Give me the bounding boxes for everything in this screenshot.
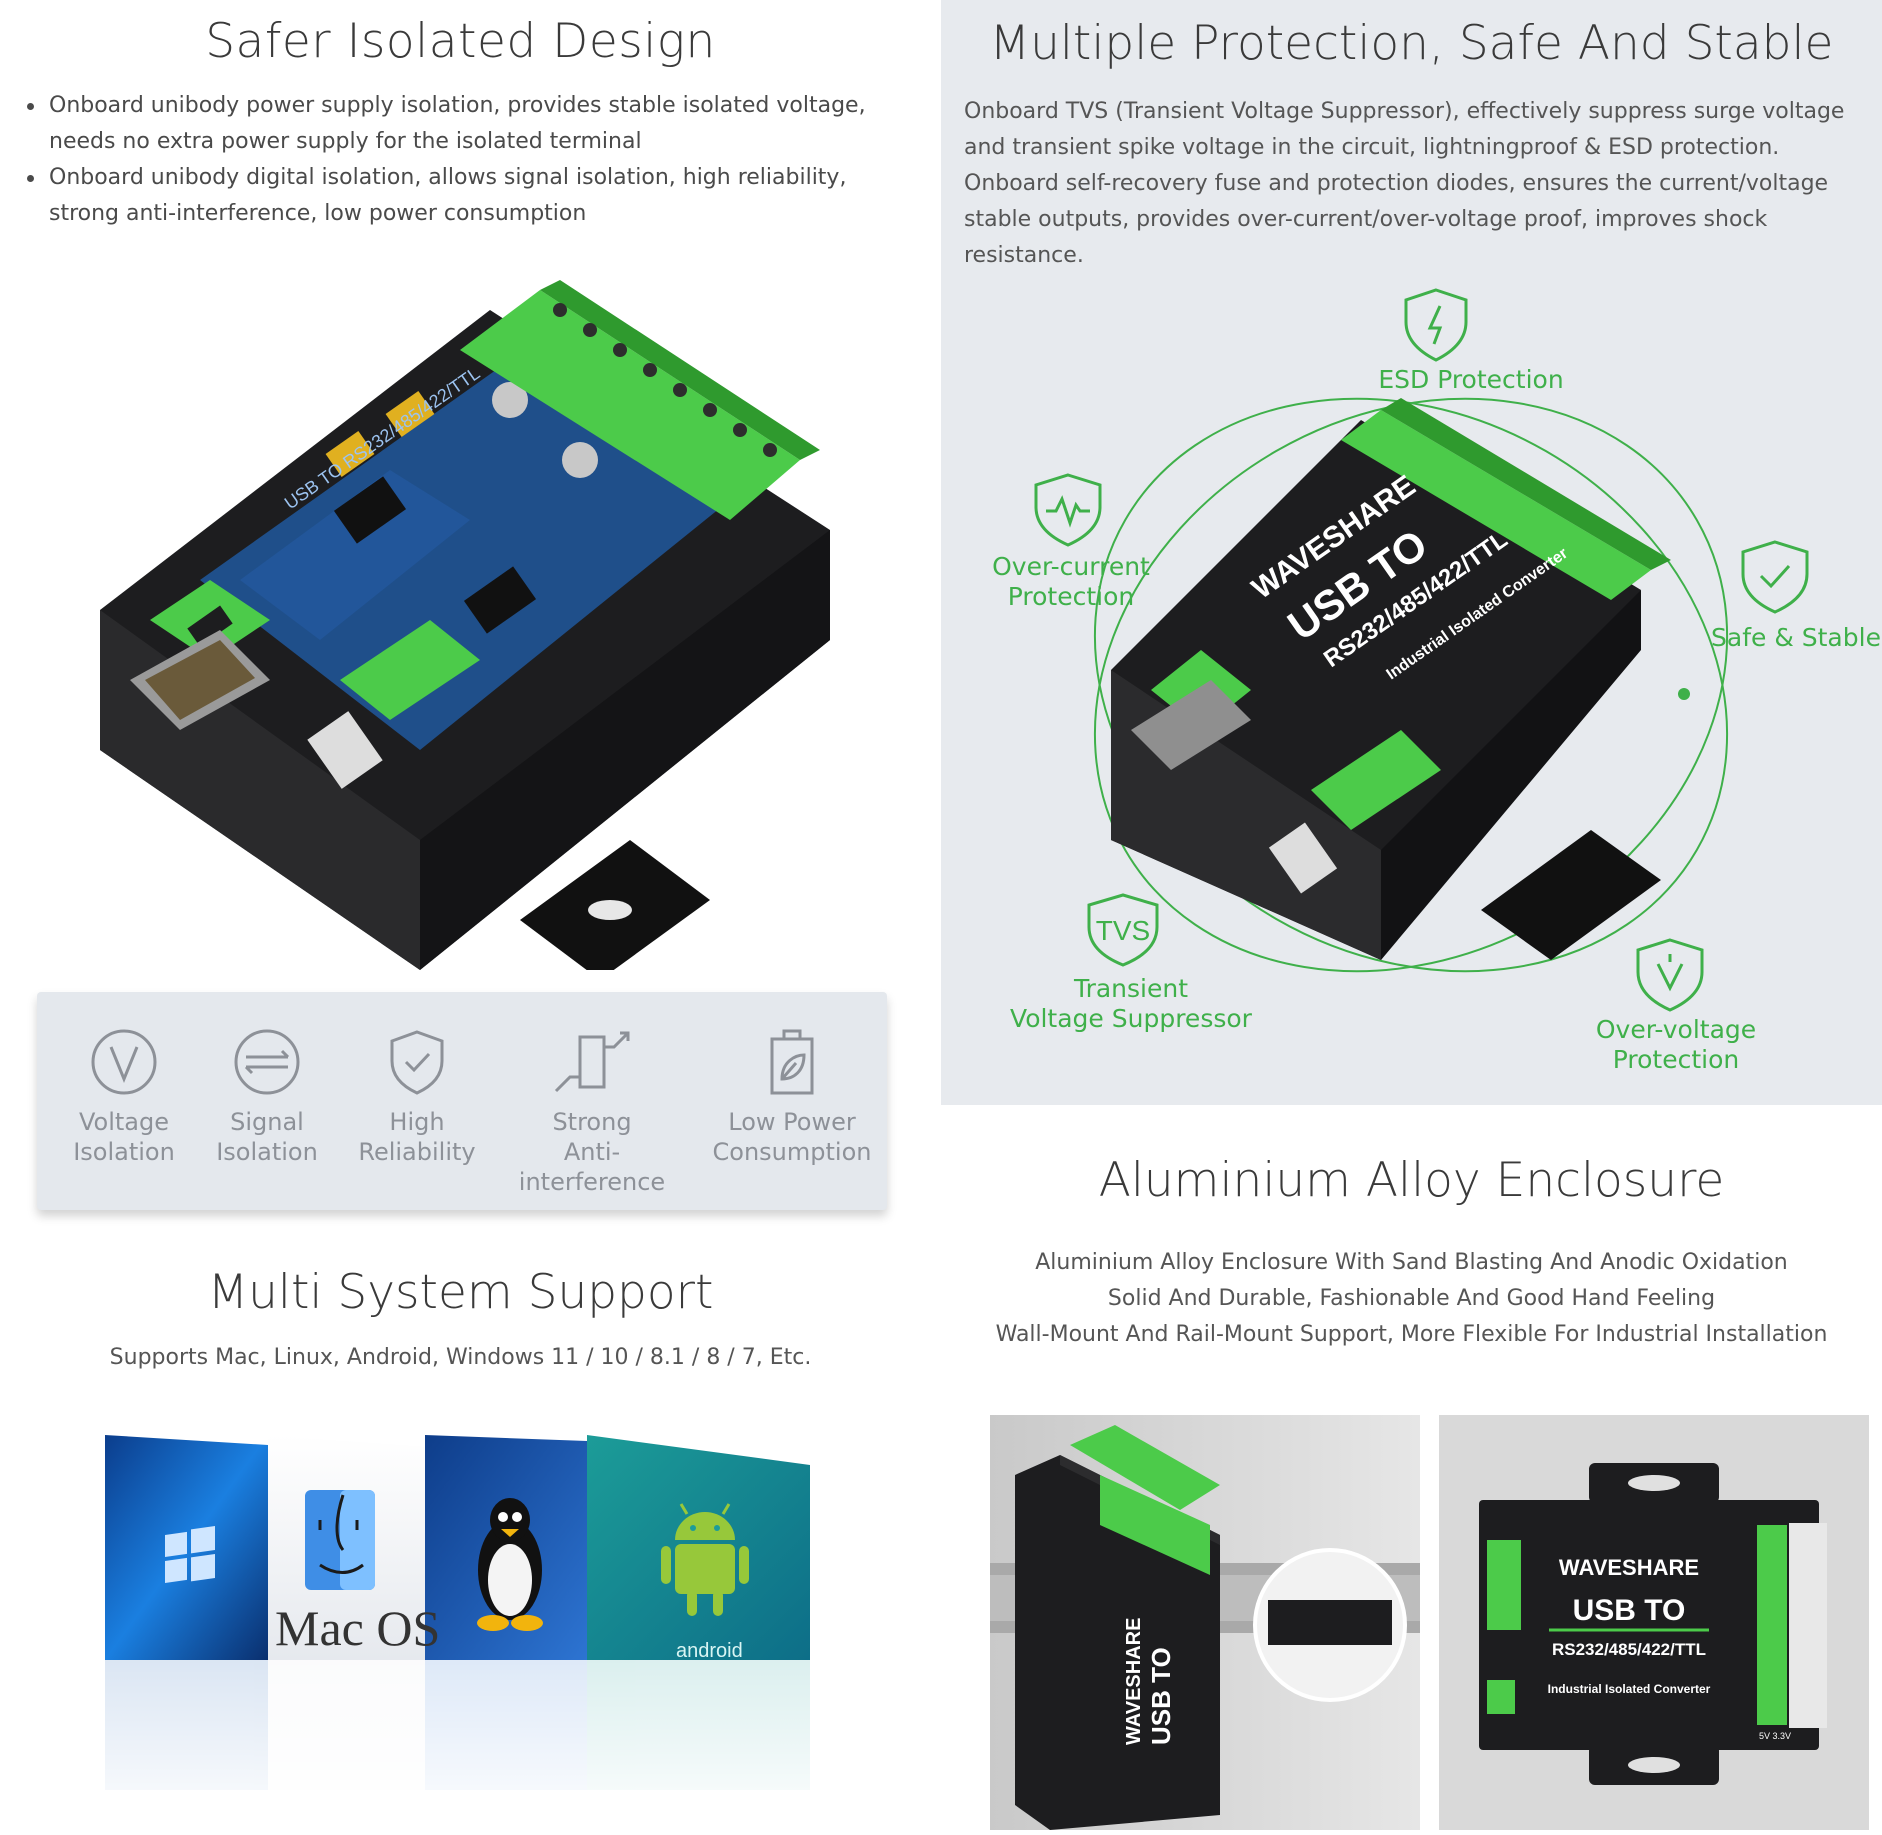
section-body: Onboard TVS (Transient Voltage Suppresso… — [964, 99, 1845, 268]
feature-line: Aluminium Alloy Enclosure With Sand Blas… — [1035, 1250, 1788, 1275]
over-current-shield-icon — [1034, 473, 1102, 547]
feature-label-line2: Consumption — [712, 1138, 872, 1166]
battery-leaf-icon — [770, 1029, 814, 1095]
voltage-isolation-icon — [91, 1029, 157, 1095]
tvs-label: Transient Voltage Suppressor — [1001, 974, 1261, 1034]
over-voltage-line2: Protection — [1612, 1045, 1740, 1074]
linux-tux-icon — [477, 1498, 543, 1631]
varistor-icon — [554, 1031, 630, 1093]
feature-label-line2: Isolation — [73, 1138, 175, 1166]
feature-high-reliability: High Reliability — [357, 1027, 477, 1167]
multi-system-section: Multi System Support Supports Mac, Linux… — [0, 1235, 941, 1835]
open-board-device-image: USB TO RS232/485/422/TTL — [100, 280, 830, 970]
windows-logo-icon — [165, 1525, 215, 1583]
section-title: Multi System Support — [207, 1265, 714, 1320]
converter-device-image: WAVESHARE USB TO RS232/485/422/TTL Indus… — [1111, 398, 1671, 960]
feature-bullets: Onboard unibody power supply isolation, … — [25, 88, 905, 232]
feature-label-line1: Voltage — [78, 1108, 170, 1136]
section-lines: Aluminium Alloy Enclosure With Sand Blas… — [941, 1245, 1882, 1353]
photo-brand: WAVESHARE — [1123, 1618, 1145, 1745]
photo-line1: USB TO — [1573, 1594, 1686, 1627]
over-voltage-label: Over-voltage Protection — [1561, 1015, 1791, 1075]
shield-check-icon — [390, 1030, 444, 1095]
isolated-design-section: Safer Isolated Design Onboard unibody po… — [0, 0, 941, 1235]
section-subtitle: Supports Mac, Linux, Android, Windows 11… — [109, 1345, 812, 1370]
over-current-line1: Over-current — [992, 552, 1150, 581]
over-current-label: Over-current Protection — [971, 552, 1171, 612]
protection-diagram: WAVESHARE USB TO RS232/485/422/TTL Indus… — [1034, 288, 1809, 1012]
safe-stable-label: Safe & Stable — [1711, 623, 1881, 652]
feature-signal-isolation: Signal Isolation — [202, 1027, 332, 1167]
feature-label-line1: High — [389, 1108, 445, 1136]
bullet-item: Onboard unibody power supply isolation, … — [25, 88, 905, 160]
over-current-line2: Protection — [1007, 582, 1135, 611]
os-logos-image: Mac OS android — [105, 1435, 815, 1835]
bullet-item: Onboard unibody digital isolation, allow… — [25, 160, 905, 232]
signal-isolation-icon — [234, 1029, 300, 1095]
tvs-shield-icon — [1087, 893, 1159, 967]
safe-stable-shield-icon — [1741, 540, 1809, 614]
feature-line: Wall-Mount And Rail-Mount Support, More … — [995, 1322, 1828, 1347]
feature-line: Solid And Durable, Fashionable And Good … — [1107, 1286, 1716, 1311]
photo-line1: USB TO — [1146, 1647, 1176, 1745]
esd-protection-label: ESD Protection — [1378, 365, 1564, 394]
photo-line2: RS232/485/422/TTL — [1552, 1640, 1706, 1659]
section-title: Multiple Protection, Safe And Stable — [989, 16, 1834, 71]
tvs-badge-text: TVS — [1096, 915, 1150, 946]
tvs-line1: Transient — [1073, 974, 1189, 1003]
feature-label-line1: Low Power — [728, 1108, 856, 1136]
mac-os-label: Mac OS — [275, 1600, 440, 1656]
section-title: Aluminium Alloy Enclosure — [1098, 1153, 1725, 1208]
aluminium-enclosure-section: Aluminium Alloy Enclosure Aluminium Allo… — [941, 1105, 1882, 1835]
wall-mount-photo: WAVESHARE USB TO RS232/485/422/TTL Indus… — [1439, 1415, 1869, 1830]
mac-os-logo-icon — [305, 1490, 375, 1590]
rail-mount-photo: WAVESHARE USB TO — [990, 1415, 1420, 1830]
protection-section: Multiple Protection, Safe And Stable Onb… — [941, 0, 1882, 1105]
feature-label-line2: Isolation — [216, 1138, 318, 1166]
over-voltage-line1: Over-voltage — [1595, 1015, 1757, 1044]
section-title: Safer Isolated Design — [205, 14, 716, 69]
feature-anti-interference: Strong Anti-interference — [492, 1027, 692, 1197]
feature-label-line2: Anti-interference — [518, 1138, 666, 1196]
feature-label-line1: Strong — [552, 1108, 632, 1136]
feature-label-line2: Reliability — [358, 1138, 476, 1166]
android-label: android — [676, 1640, 743, 1662]
photo-line3: Industrial Isolated Converter — [1548, 1682, 1711, 1696]
android-logo-icon — [661, 1503, 749, 1616]
feature-strip: Voltage Isolation Signal Isolation High … — [37, 992, 887, 1210]
photo-volts: 5V 3.3V — [1759, 1731, 1791, 1741]
feature-low-power: Low Power Consumption — [697, 1027, 887, 1167]
tvs-line2: Voltage Suppressor — [1010, 1004, 1252, 1033]
photo-brand: WAVESHARE — [1559, 1555, 1699, 1580]
esd-shield-icon — [1404, 288, 1468, 362]
feature-voltage-isolation: Voltage Isolation — [59, 1027, 189, 1167]
feature-label-line1: Signal — [230, 1108, 304, 1136]
over-voltage-shield-icon — [1636, 938, 1704, 1012]
